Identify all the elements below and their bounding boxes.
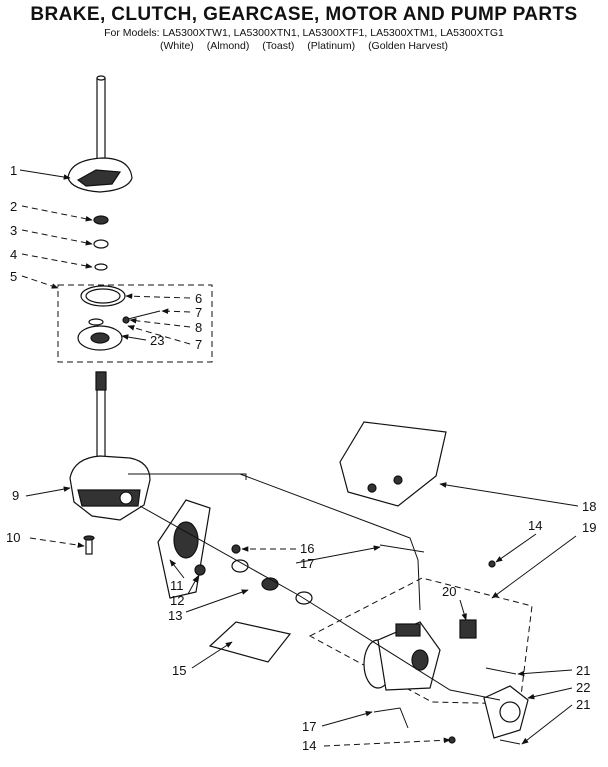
part-1-cam-plate bbox=[67, 157, 133, 193]
part-6-brake-band bbox=[80, 285, 126, 307]
part-22-pump bbox=[483, 685, 529, 739]
part-5-brake-assembly-box bbox=[57, 284, 213, 363]
callout-17a: 17 bbox=[300, 556, 314, 571]
part-4-ring bbox=[94, 263, 108, 271]
part-9-gearcase bbox=[69, 455, 151, 521]
callout-12: 12 bbox=[170, 593, 184, 608]
part-20-switch bbox=[459, 619, 477, 639]
color-list: (White) (Almond) (Toast) (Platinum) (Gol… bbox=[0, 40, 608, 52]
part-2-washer bbox=[93, 215, 109, 225]
callout-17b: 17 bbox=[302, 719, 316, 734]
part-11-mounting-plate bbox=[157, 499, 211, 599]
motor bbox=[363, 621, 441, 691]
callout-14b: 14 bbox=[302, 738, 316, 753]
part-19-motor-box bbox=[308, 577, 533, 705]
part-3-ring bbox=[93, 239, 109, 249]
color-white: (White) bbox=[159, 40, 194, 52]
motor-frame-lines bbox=[128, 473, 501, 701]
callout-19: 19 bbox=[582, 520, 596, 535]
part-7-8-spring bbox=[122, 310, 161, 324]
leader-lines bbox=[19, 169, 579, 747]
callout-6: 6 bbox=[195, 291, 202, 306]
color-golden-harvest: (Golden Harvest) bbox=[368, 40, 449, 52]
callout-13: 13 bbox=[168, 608, 182, 623]
part-16-screw bbox=[231, 544, 241, 554]
callout-14a: 14 bbox=[528, 518, 542, 533]
callout-10: 10 bbox=[6, 530, 20, 545]
part-15-gasket bbox=[208, 621, 292, 663]
part-10-bolt bbox=[83, 535, 95, 555]
part-17-wire-harness bbox=[239, 473, 425, 611]
callout-22: 22 bbox=[576, 680, 590, 695]
part-21-clips bbox=[485, 667, 521, 745]
color-platinum: (Platinum) bbox=[307, 40, 356, 52]
callout-4: 4 bbox=[10, 247, 17, 262]
color-almond: (Almond) bbox=[206, 40, 250, 52]
drive-shaft bbox=[95, 371, 107, 469]
part-17-bracket bbox=[373, 707, 409, 729]
page-title: BRAKE, CLUTCH, GEARCASE, MOTOR AND PUMP … bbox=[30, 4, 578, 25]
callout-7a: 7 bbox=[195, 305, 202, 320]
callout-2: 2 bbox=[10, 199, 17, 214]
callout-11: 11 bbox=[170, 578, 184, 593]
callout-16: 16 bbox=[300, 541, 314, 556]
callout-18: 18 bbox=[582, 499, 596, 514]
part-18-shield bbox=[339, 421, 447, 507]
color-toast: (Toast) bbox=[262, 40, 295, 52]
callout-1: 1 bbox=[10, 163, 17, 178]
part-23-brake-disc bbox=[77, 318, 123, 351]
callout-3: 3 bbox=[10, 223, 17, 238]
callout-20: 20 bbox=[442, 584, 456, 599]
callout-8: 8 bbox=[195, 320, 202, 335]
callout-23: 23 bbox=[150, 333, 164, 348]
callout-21a: 21 bbox=[576, 663, 590, 678]
model-list: For Models: LA5300XTW1, LA5300XTN1, LA53… bbox=[104, 27, 504, 39]
part-12-nut bbox=[194, 564, 206, 576]
callout-7b: 7 bbox=[195, 337, 202, 352]
callout-5: 5 bbox=[10, 269, 17, 284]
callout-labels: 1 2 3 4 5 6 7 8 23 7 9 10 11 12 13 14 15… bbox=[6, 163, 596, 753]
callout-21b: 21 bbox=[576, 697, 590, 712]
callout-15: 15 bbox=[172, 663, 186, 678]
callout-9: 9 bbox=[12, 488, 19, 503]
